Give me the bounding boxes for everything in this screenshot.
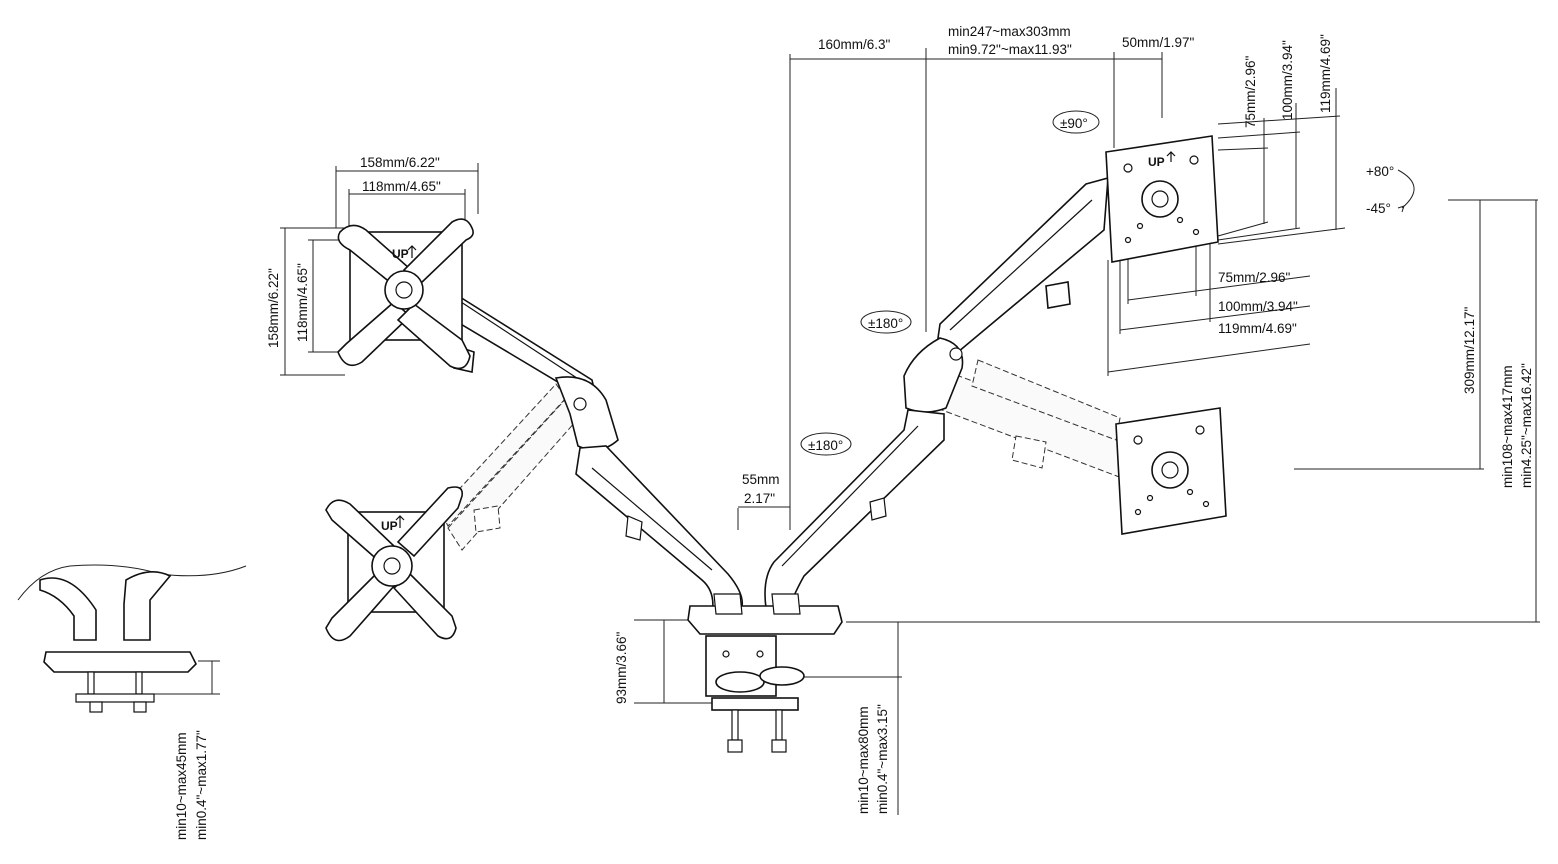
right-v119-label: 119mm/4.69" [1318,34,1333,113]
right-h100-label: 100mm/3.94" [1218,299,1298,314]
right-v100-label: 100mm/3.94" [1280,40,1295,120]
height-range-in-label: min4.25"~max16.42" [1519,363,1534,488]
tilt-down-label: -45° [1366,201,1391,216]
right-upper-up-mark: UP [1148,155,1165,169]
left-vesa-plate-lower: UP [325,486,464,642]
height-range-mm-label: min108~max417mm [1500,365,1515,488]
left-inner-height-label: 118mm/4.65" [295,263,310,342]
right-vesa-plate-lower [1115,407,1227,535]
swivel-mid-label: ±180° [808,438,843,453]
right-vesa-plate-upper: UP [1105,135,1219,263]
tilt-up-label: +80° [1366,164,1394,179]
arm-height-label: 309mm/12.17" [1462,306,1477,394]
right-h119-label: 119mm/4.69" [1218,321,1297,336]
clamp-height-label: 93mm/3.66" [614,631,629,704]
reach-b-in-label: min9.72"~max11.93" [948,42,1072,57]
rotation-indicators [800,110,1415,456]
offset-label: 50mm/1.97" [1122,35,1195,50]
alternate-positions [439,359,1129,551]
clamp-range-mm-label: min10~max80mm [856,706,871,814]
left-upper-up-mark: UP [392,247,409,261]
swivel-top-label: ±180° [868,316,903,331]
dimension-labels: 158mm/6.22" 118mm/4.65" 158mm/6.22" 118m… [174,24,1534,840]
inset-range-mm-label: min10~max45mm [174,732,189,840]
left-outer-height-label: 158mm/6.22" [266,268,281,348]
left-vesa-plate-upper: UP [337,218,474,370]
left-outer-width-label: 158mm/6.22" [360,155,440,170]
reach-b-mm-label: min247~max303mm [948,24,1071,39]
left-arm [451,290,744,615]
right-v75-label: 75mm/2.96" [1243,55,1258,128]
desk-clamp [687,593,843,753]
left-inner-width-label: 118mm/4.65" [362,179,441,194]
clamp-range-in-label: min0.4"~max3.15" [875,704,890,814]
reach-a-label: 160mm/6.3" [818,37,891,52]
post-offset-mm-label: 55mm [742,472,780,487]
inset-range-in-label: min0.4"~max1.77" [194,730,209,840]
dimension-lines [150,48,1540,815]
rotate-label: ±90° [1060,116,1088,131]
post-offset-in-label: 2.17" [744,491,775,506]
right-h75-label: 75mm/2.96" [1218,270,1291,285]
left-lower-up-mark: UP [381,519,398,533]
inset-clamp-detail [17,564,247,713]
